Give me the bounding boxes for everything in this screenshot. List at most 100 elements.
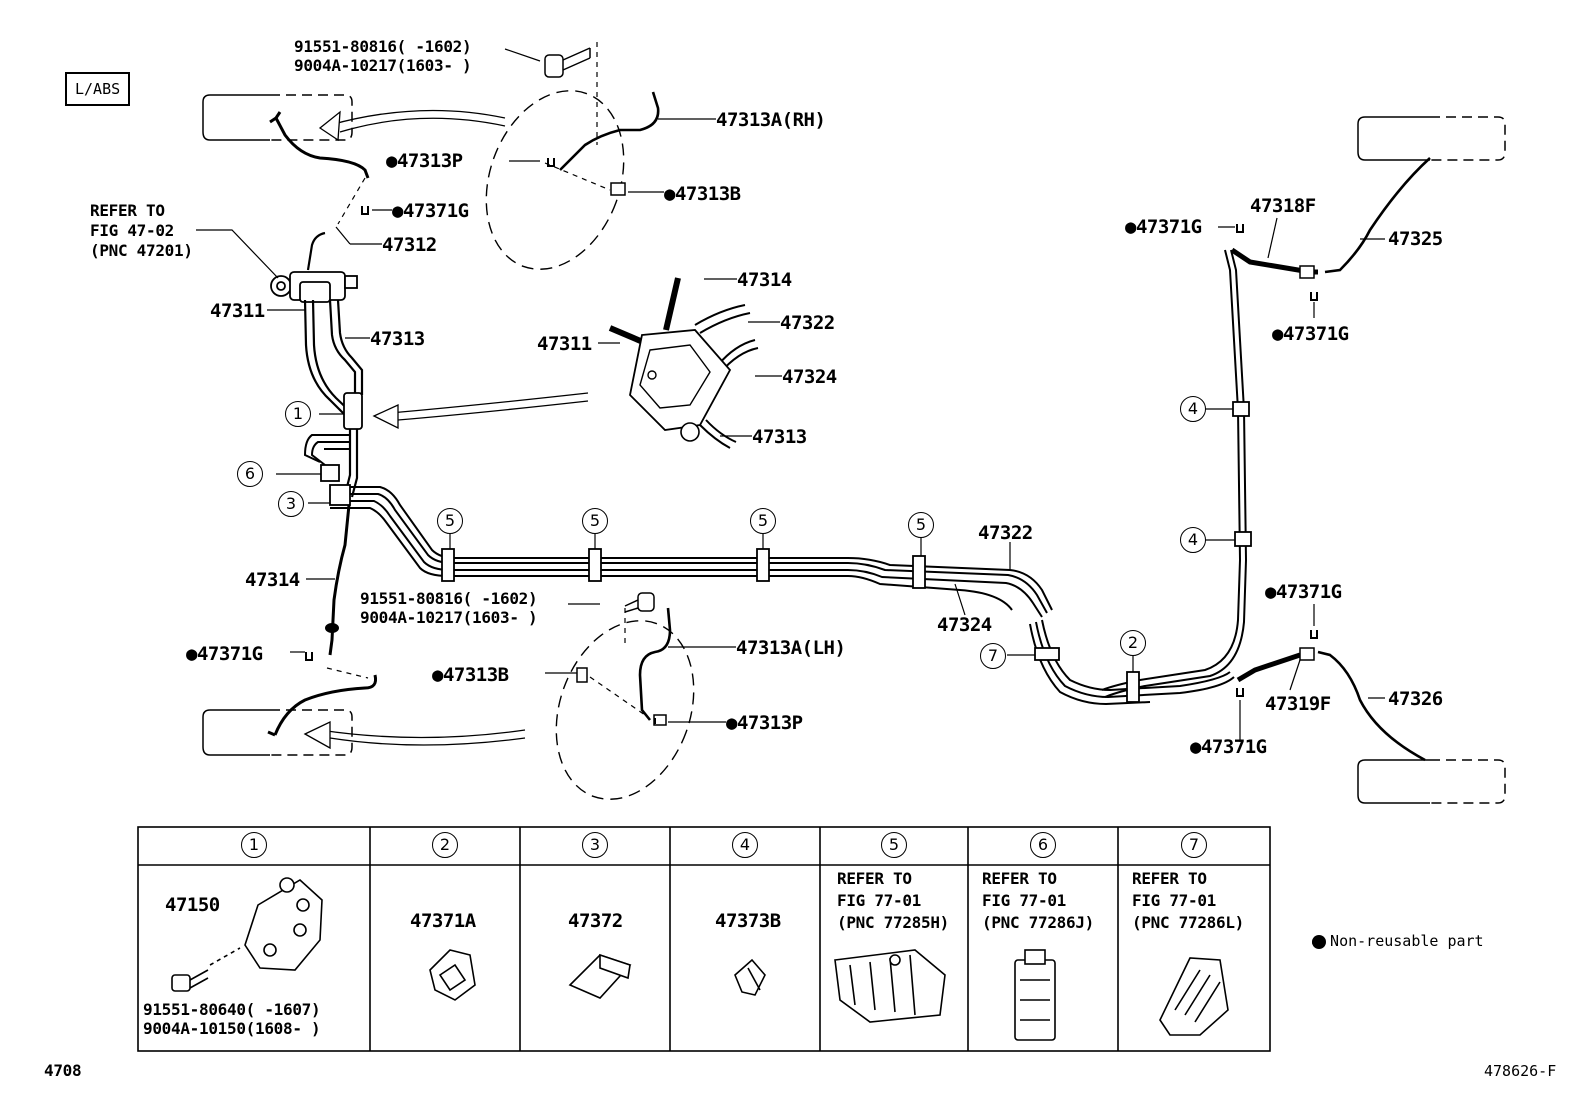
legend-text: ● Non-reusable part — [1312, 932, 1484, 950]
label-47313A-rh: 47313A(RH) — [716, 109, 826, 131]
illus-clip6 — [1014, 949, 1056, 1041]
table-header-1: 1 — [138, 832, 370, 858]
label-47311-detail: 47311 — [537, 333, 592, 355]
cell6-line2: FIG 77-01 — [982, 891, 1066, 910]
label-47319F: 47319F — [1265, 693, 1331, 715]
illus-47373B — [734, 958, 766, 996]
connector-marks — [305, 158, 1318, 724]
bolt-top-code-2: 9004A-10217(1603- ) — [294, 56, 472, 75]
refer-top-2: FIG 47-02 — [90, 221, 174, 240]
label-47322-main: 47322 — [978, 522, 1033, 544]
clip-3-shape — [329, 484, 351, 506]
label-47313P-top: ●47313P — [386, 150, 463, 172]
label-47318F: 47318F — [1250, 195, 1316, 217]
cell2-part: 47371A — [410, 910, 476, 932]
legend-dot — [1312, 935, 1326, 949]
header-box: L/ABS — [65, 72, 131, 106]
cell1-part: 47150 — [165, 894, 220, 916]
illus-47371A — [429, 949, 476, 1001]
label-47371G-r2: ●47371G — [1272, 323, 1349, 345]
illus-clip5 — [834, 949, 946, 1023]
clips-5 — [441, 548, 926, 589]
hose-47313A-rh — [559, 91, 660, 196]
marker-2: 2 — [1120, 630, 1146, 656]
cell5-line1: REFER TO — [837, 869, 912, 888]
line-rear-right — [1101, 249, 1248, 698]
marker-7: 7 — [980, 643, 1006, 669]
label-47313B-top: ●47313B — [664, 183, 741, 205]
label-47371G-r4: ●47371G — [1190, 736, 1267, 758]
parts-table-grid — [137, 826, 1271, 1052]
label-47371G-r1: ●47371G — [1125, 216, 1202, 238]
arrow-to-clamp-detail — [372, 392, 589, 430]
cell6-line1: REFER TO — [982, 869, 1057, 888]
cell1-bolt-2: 9004A-10150(1608- ) — [143, 1019, 321, 1038]
marker-5c: 5 — [750, 508, 776, 534]
label-47314-detail: 47314 — [737, 269, 792, 291]
cell7-line1: REFER TO — [1132, 869, 1207, 888]
line-47314 — [328, 504, 351, 656]
cell7-line3: (PNC 77286L) — [1132, 913, 1244, 932]
marker-3: 3 — [278, 491, 304, 517]
label-47324-main: 47324 — [937, 614, 992, 636]
clip-6-shape — [320, 464, 340, 482]
cell1-bolt-1: 91551-80640( -1607) — [143, 1000, 321, 1019]
label-47322-detail: 47322 — [780, 312, 835, 334]
clips-4 — [1232, 401, 1252, 547]
front-right-hose — [269, 111, 370, 179]
illus-47372 — [568, 953, 632, 999]
front-left-hose — [267, 674, 377, 737]
cell3-part: 47372 — [568, 910, 623, 932]
detail-ellipse-bottom — [555, 620, 695, 800]
footer-left: 4708 — [44, 1061, 82, 1080]
bolt-top — [544, 47, 591, 78]
label-47313P-bottom: ●47313P — [726, 712, 803, 734]
hose-47318F — [1230, 157, 1431, 279]
hose-47313A-lh — [576, 607, 672, 726]
label-47312: 47312 — [382, 234, 437, 256]
cell7-line2: FIG 77-01 — [1132, 891, 1216, 910]
footer-right: 478626-F — [1484, 1062, 1557, 1080]
label-47313B-bottom: ●47313B — [432, 664, 509, 686]
label-47313-detail: 47313 — [752, 426, 807, 448]
table-header-4: 4 — [670, 832, 820, 858]
marker-4b: 4 — [1180, 527, 1206, 553]
wheel-box-front-right — [202, 94, 353, 141]
wheel-box-rear-right — [1357, 116, 1506, 161]
wheel-box-rear-left — [1357, 759, 1506, 804]
cell4-part: 47373B — [715, 910, 781, 932]
label-47311-left: 47311 — [210, 300, 265, 322]
clamp-1-shape — [343, 392, 363, 430]
label-47371G-r3: ●47371G — [1265, 581, 1342, 603]
marker-5d: 5 — [908, 512, 934, 538]
detail-ellipse-top — [485, 90, 625, 270]
label-47371G-top: ●47371G — [392, 200, 469, 222]
arrow-to-front-left — [303, 720, 526, 750]
label-47324-detail: 47324 — [782, 366, 837, 388]
cell5-line3: (PNC 77285H) — [837, 913, 949, 932]
table-header-7: 7 — [1118, 832, 1270, 858]
label-47325: 47325 — [1388, 228, 1443, 250]
marker-1: 1 — [285, 401, 311, 427]
refer-top-3: (PNC 47201) — [90, 241, 193, 260]
bundle-left — [303, 434, 350, 466]
bolt-mid-code-2: 9004A-10217(1603- ) — [360, 608, 538, 627]
marker-6: 6 — [237, 461, 263, 487]
marker-5b: 5 — [582, 508, 608, 534]
marker-4a: 4 — [1180, 396, 1206, 422]
bolt-top-code-1: 91551-80816( -1602) — [294, 37, 472, 56]
marker-5a: 5 — [437, 508, 463, 534]
clamp-detail — [608, 277, 759, 449]
bolt-mid — [624, 592, 655, 613]
clip-2-shape — [1126, 671, 1140, 703]
abs-actuator — [270, 271, 358, 303]
label-47326: 47326 — [1388, 688, 1443, 710]
leader-lines — [196, 48, 1385, 742]
table-header-2: 2 — [370, 832, 520, 858]
label-47314-left: 47314 — [245, 569, 300, 591]
illus-clip7 — [1159, 957, 1229, 1036]
table-header-3: 3 — [520, 832, 670, 858]
label-47313A-lh: 47313A(LH) — [736, 637, 846, 659]
wheel-box-front-left — [202, 709, 353, 756]
